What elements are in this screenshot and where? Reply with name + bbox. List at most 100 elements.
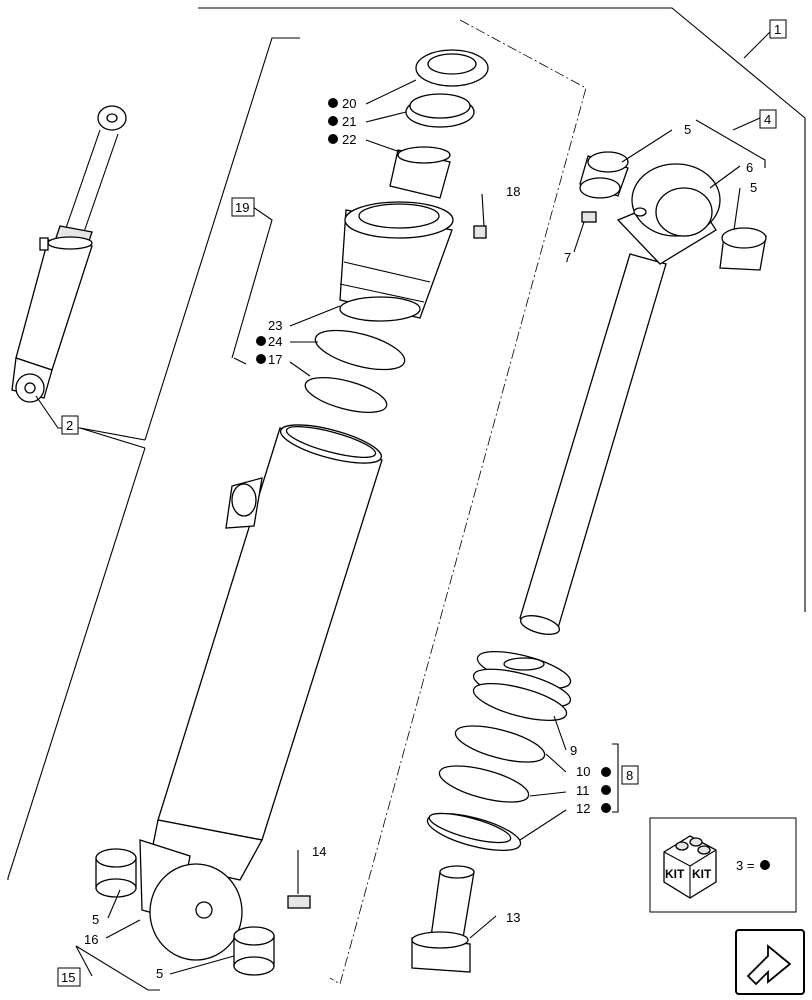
ring-12 <box>426 812 522 852</box>
label-9: 9 <box>570 743 577 758</box>
bracket-15b <box>75 945 93 977</box>
ring-21 <box>405 93 475 128</box>
leader-23 <box>289 305 341 327</box>
leader-11 <box>529 791 567 797</box>
label-10: 10 <box>576 764 590 779</box>
fitting-18 <box>473 225 487 239</box>
kit-badge-left: KIT <box>665 867 685 881</box>
callout-2: 2 <box>66 418 73 433</box>
label-16: 16 <box>84 932 98 947</box>
bracket-19 <box>231 204 273 359</box>
fitting-7 <box>581 211 597 223</box>
leader-5a <box>621 129 673 163</box>
leader-9 <box>553 715 567 751</box>
callout-box-4 <box>759 109 777 129</box>
bracket-8 <box>612 743 619 813</box>
leader-16 <box>105 919 141 939</box>
bushing-5-left <box>95 848 137 898</box>
barrel <box>139 424 383 961</box>
callout-19: 19 <box>235 200 249 215</box>
leader-5d <box>169 955 235 975</box>
callout-box-15 <box>57 967 81 987</box>
label-22: 22 <box>342 132 356 147</box>
callout-box-8 <box>621 765 639 785</box>
leader-7 <box>573 221 585 253</box>
bushing-5-top-left <box>579 151 629 199</box>
label-17: 17 <box>268 352 282 367</box>
kit-marker-21 <box>328 116 338 126</box>
ring-17 <box>304 376 388 414</box>
leader-17 <box>289 361 311 377</box>
bracket-19b <box>233 357 247 365</box>
bracket-15 <box>75 945 160 991</box>
callout-box-2 <box>61 415 79 435</box>
kit-marker-22 <box>328 134 338 144</box>
callout-box-1 <box>769 19 787 39</box>
label-14: 14 <box>312 844 326 859</box>
callout-4: 4 <box>764 112 771 127</box>
fitting-14 <box>287 850 311 909</box>
label-18: 18 <box>506 184 520 199</box>
frame-line-6 <box>695 119 766 168</box>
leader-12 <box>519 809 567 841</box>
kit-marker-24 <box>256 336 266 346</box>
bolt-13 <box>411 865 475 973</box>
leader-13 <box>469 915 497 939</box>
frame-line-1 <box>198 7 806 612</box>
ring-24 <box>314 329 406 371</box>
next-arrow-icon[interactable] <box>735 929 805 995</box>
piston-9 <box>472 650 572 722</box>
kit-legend: KIT KIT 3 = <box>649 817 797 913</box>
leader-1 <box>743 31 771 59</box>
frame-line-3 <box>144 37 300 441</box>
kit-marker-20 <box>328 98 338 108</box>
label-21: 21 <box>342 114 356 129</box>
seal-20 <box>415 49 489 87</box>
label-11: 11 <box>576 783 590 798</box>
kit-marker-17 <box>256 354 266 364</box>
center-axis <box>329 19 587 985</box>
label-24: 24 <box>268 334 282 349</box>
label-6: 6 <box>746 160 753 175</box>
kit-legend-text: 3 = <box>736 858 754 873</box>
label-5-bottom: 5 <box>156 966 163 981</box>
label-23: 23 <box>268 318 282 333</box>
leader-5c <box>107 889 121 919</box>
label-5-top: 5 <box>684 122 691 137</box>
frame-line-5 <box>79 427 146 449</box>
ring-11 <box>438 765 530 803</box>
leader-10 <box>545 753 567 773</box>
leader-18 <box>481 193 485 227</box>
ring-10 <box>454 725 546 763</box>
label-5-left: 5 <box>92 912 99 927</box>
callout-8: 8 <box>626 768 633 783</box>
kit-marker-12 <box>601 803 611 813</box>
bushing-5-right <box>233 926 275 976</box>
leader-22 <box>365 139 401 153</box>
callout-box-19 <box>231 197 255 217</box>
leader-4 <box>732 117 761 131</box>
label-7: 7 <box>564 250 571 265</box>
leader-5b <box>733 187 741 231</box>
label-20: 20 <box>342 96 356 111</box>
label-5-right: 5 <box>750 180 757 195</box>
gland-23 <box>339 201 454 322</box>
kit-badge-right: KIT <box>692 867 712 881</box>
callout-15: 15 <box>61 970 75 985</box>
kit-legend-marker <box>760 860 770 870</box>
label-13: 13 <box>506 910 520 925</box>
label-12: 12 <box>576 801 590 816</box>
kit-marker-11 <box>601 785 611 795</box>
bushing-22 <box>389 146 451 199</box>
piston-rod <box>519 163 721 635</box>
leader-6 <box>709 165 741 189</box>
assembled-cylinder <box>11 105 127 403</box>
frame-line-2 <box>7 447 146 880</box>
leader-20 <box>365 79 417 105</box>
bushing-5-top-right <box>719 227 767 271</box>
frame-line-4 <box>79 427 146 441</box>
callout-1: 1 <box>774 22 781 37</box>
leader-21 <box>365 111 407 123</box>
